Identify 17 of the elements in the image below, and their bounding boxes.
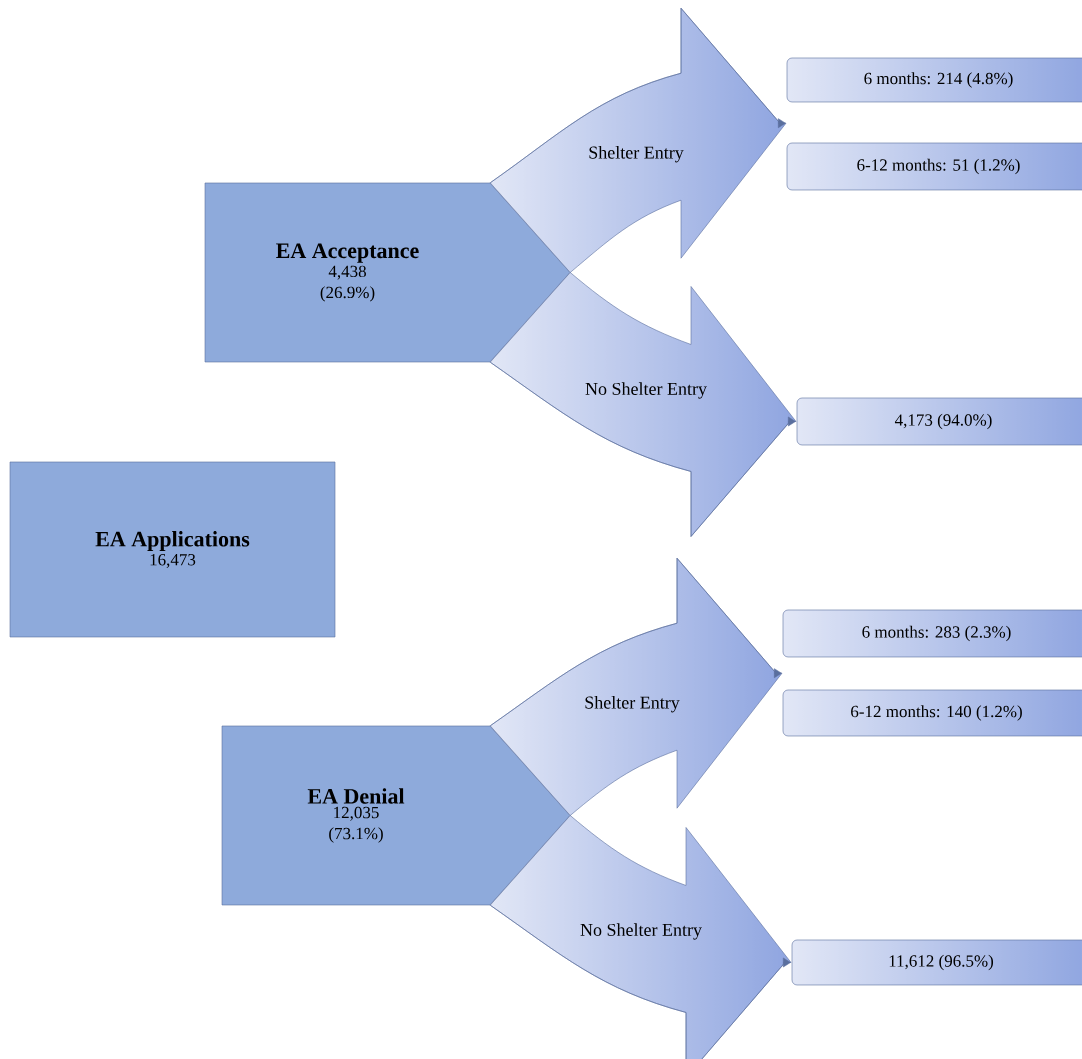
result-box: 11,612 (96.5%) — [791, 939, 1082, 986]
result-box: 4,173 (94.0%) — [796, 397, 1082, 446]
curved-arrow — [489, 815, 792, 1059]
edge-label: No Shelter Entry — [580, 923, 702, 940]
edge-label: Shelter Entry — [589, 146, 684, 163]
edge-label: Shelter Entry — [585, 696, 680, 713]
result-box: 6 months: 214 (4.8%) — [786, 57, 1082, 103]
edge-label: No Shelter Entry — [585, 382, 707, 399]
flow-box: EA Acceptance 4,438 (26.9%) — [204, 182, 571, 363]
flow-box: EA Denial 12,035 (73.1%) — [221, 725, 571, 906]
curved-arrow — [489, 272, 797, 537]
result-box: 6-12 months: 140 (1.2%) — [782, 689, 1082, 737]
result-box: 6-12 months: 51 (1.2%) — [786, 142, 1082, 191]
curved-arrow — [489, 7, 787, 273]
result-box: 6 months: 283 (2.3%) — [782, 609, 1082, 658]
curved-arrow — [489, 557, 783, 816]
total-box: EA Applications 16,473 — [9, 461, 336, 638]
